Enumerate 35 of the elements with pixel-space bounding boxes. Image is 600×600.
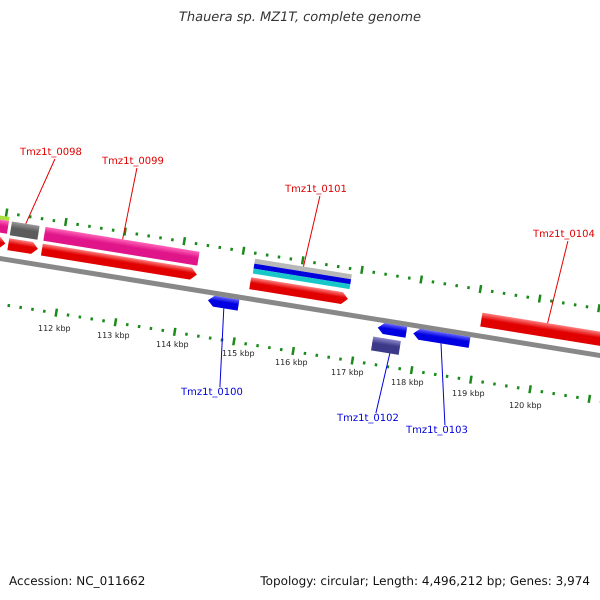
gene-block	[249, 277, 348, 304]
gene-bar	[252, 258, 352, 290]
leader-line	[219, 308, 224, 388]
scale-label: 113 kbp	[97, 331, 130, 341]
scale-label: 119 kbp	[452, 389, 485, 399]
footer-text: Topology: circular; Length: 4,496,212 bp; Genes: 3,974	[260, 574, 590, 588]
gene-block	[40, 244, 197, 280]
gene-label: Tmz1t_0103	[406, 425, 468, 437]
leader-line	[375, 352, 390, 414]
scale-label: 120 kbp	[509, 401, 542, 411]
gene-block	[378, 323, 408, 338]
gene-block	[208, 296, 240, 311]
gene-label: Tmz1t_0099	[102, 156, 164, 168]
scale-label: 114 kbp	[156, 340, 189, 350]
gene-block	[413, 328, 470, 348]
gene-bar	[0, 213, 10, 221]
gene-block	[0, 234, 6, 249]
scale-label: 112 kbp	[38, 324, 71, 334]
scale-label: 117 kbp	[331, 368, 364, 378]
footer-text: Accession: NC_011662	[9, 574, 146, 588]
gene-label: Tmz1t_0098	[20, 147, 82, 159]
gene-label: Tmz1t_0102	[337, 413, 399, 425]
gene-label: Tmz1t_0104	[533, 229, 595, 241]
leader-line	[122, 168, 138, 240]
gene-label: Tmz1t_0101	[285, 184, 347, 196]
gene-bar	[371, 336, 401, 355]
gene-label: Tmz1t_0100	[181, 387, 243, 399]
scale-label: 118 kbp	[391, 378, 424, 388]
title: Thauera sp. MZ1T, complete genome	[178, 10, 422, 26]
scale-label: 115 kbp	[222, 349, 255, 359]
leader-line	[303, 196, 320, 267]
leader-line	[25, 158, 56, 224]
scale-label: 116 kbp	[275, 358, 308, 368]
leader-line	[547, 240, 568, 324]
gene-bar	[0, 217, 10, 234]
